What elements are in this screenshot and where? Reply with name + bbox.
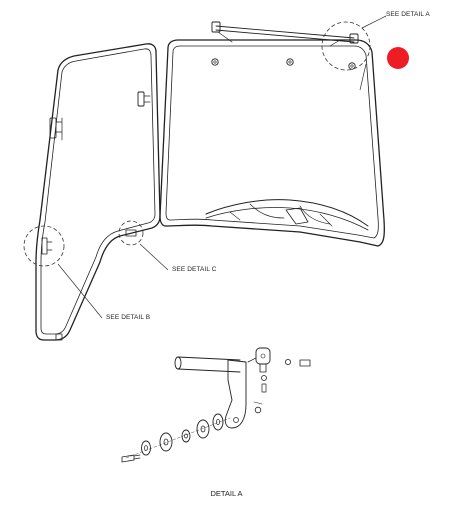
side-door-glass	[35, 43, 161, 341]
windshield-glass	[159, 21, 385, 247]
detail-circles	[23, 21, 371, 267]
callout-detail-c: SEE DETAIL C	[172, 266, 217, 273]
detail-circle-a	[321, 21, 371, 71]
detail-a-assembly	[121, 347, 311, 463]
callout-detail-b: SEE DETAIL B	[106, 314, 151, 321]
leader-lines	[57, 15, 387, 319]
highlight-marker-dot	[387, 47, 409, 69]
callout-detail-a: SEE DETAIL A	[386, 11, 430, 18]
detail-circle-c	[118, 220, 144, 246]
detail-a-title: DETAIL A	[210, 489, 243, 498]
detail-circle-b	[23, 225, 65, 267]
